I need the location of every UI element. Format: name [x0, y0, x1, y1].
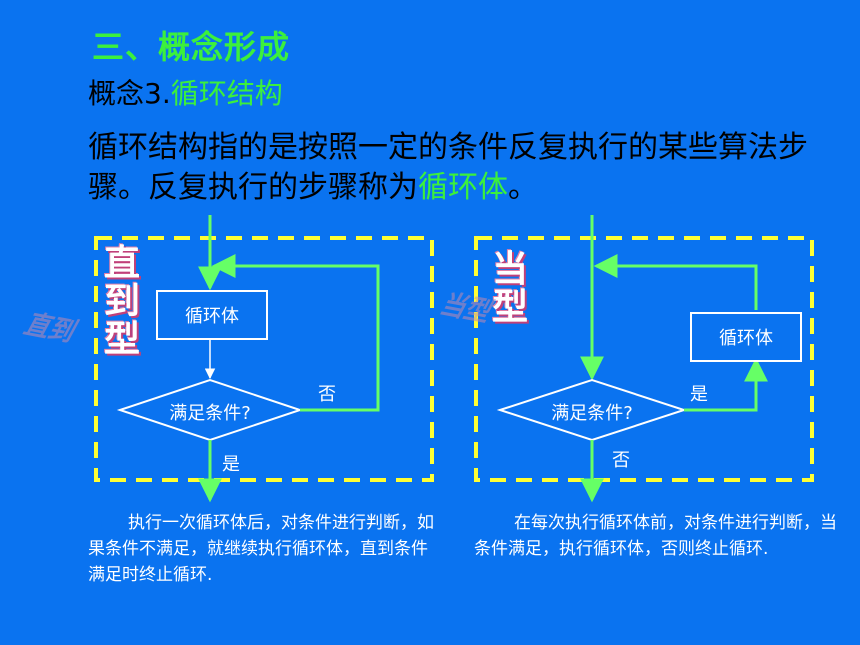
right-yes-label: 是 — [690, 384, 708, 405]
subtitle-highlight: 循环结构 — [170, 77, 283, 110]
left-type-label: 直 到 型 — [104, 244, 140, 358]
left-dashed-frame — [94, 236, 434, 482]
left-condition-label: 满足条件? — [169, 403, 251, 424]
right-return-line — [593, 254, 758, 310]
right-type-label: 当 型 — [492, 250, 528, 326]
left-type-char-3: 型 — [104, 318, 141, 360]
right-type-char-2: 型 — [492, 286, 529, 328]
left-type-char-2: 到 — [104, 280, 141, 322]
left-description: 执行一次循环体后，对条件进行判断，如果条件不满足，就继续执行循环体，直到条件满足… — [88, 513, 434, 585]
right-description: 在每次执行循环体前，对条件进行判断，当条件满足，执行循环体，否则终止循环. — [474, 513, 837, 559]
right-no-label: 否 — [612, 450, 630, 471]
page-title: 三、概念形成 — [92, 28, 291, 66]
right-dashed-frame — [474, 236, 814, 482]
right-condition-label: 满足条件? — [551, 403, 633, 424]
left-loop-body-box: 循环体 — [156, 290, 268, 340]
left-yes-label: 是 — [222, 454, 240, 475]
right-loop-body-box: 循环体 — [690, 312, 802, 362]
subtitle-prefix: 概念3. — [88, 77, 171, 110]
left-no-loop-line — [211, 254, 380, 412]
intro-highlight: 循环体 — [418, 170, 508, 205]
concept-subtitle: 概念3.循环结构 — [88, 72, 283, 112]
left-no-label: 否 — [318, 384, 336, 405]
left-type-char-1: 直 — [104, 242, 141, 284]
intro-end: 。 — [508, 170, 538, 205]
intro-text: 循环结构指的是按照一定的条件反复执行的某些算法步骤。反复执行的步骤称为 — [88, 130, 808, 205]
intro-paragraph: 循环结构指的是按照一定的条件反复执行的某些算法步骤。反复执行的步骤称为循环体。 — [88, 128, 808, 208]
right-type-char-1: 当 — [492, 248, 529, 290]
right-yes-line — [684, 357, 768, 412]
